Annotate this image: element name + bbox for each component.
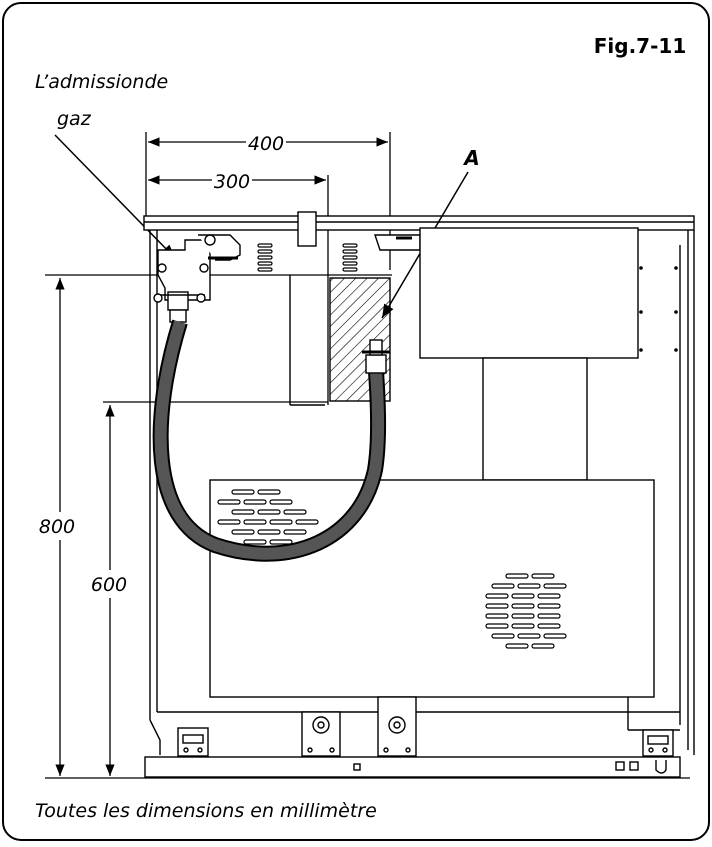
upper-right-module-pins	[639, 266, 678, 352]
dimension-800-label: 800	[39, 516, 75, 538]
hose-end-fitting	[362, 339, 390, 374]
dimension-label-bg	[212, 168, 252, 192]
dimension-label-bg	[88, 570, 132, 598]
oven-vent-slots-right	[485, 573, 567, 649]
oven-vent-slots-left	[217, 489, 319, 555]
dimension-300-label: 300	[214, 171, 250, 193]
gas-inlet-fitting	[153, 234, 241, 323]
appliance-body	[143, 215, 695, 778]
gas-inlet-label-line1: L’admissionde	[35, 71, 168, 93]
gas-hose	[154, 320, 385, 560]
gas-inlet-leader-arrow	[54, 134, 176, 259]
figure-label: Fig.7-11	[594, 34, 686, 58]
top-vent-slots	[257, 243, 358, 272]
upper-right-module	[419, 227, 639, 359]
oven-housing	[209, 479, 655, 698]
dimension-400-label: 400	[248, 133, 284, 155]
dimension-label-bg	[38, 512, 82, 540]
dimension-label-bg	[246, 130, 286, 154]
dimension-600-label: 600	[91, 574, 127, 596]
gas-inlet-label-line2: gaz	[57, 108, 92, 130]
units-footnote: Toutes les dimensions en millimètre	[35, 800, 377, 822]
feet	[177, 696, 674, 757]
callout-a-label: A	[462, 146, 479, 170]
center-column	[482, 357, 588, 481]
top-components	[289, 211, 421, 406]
